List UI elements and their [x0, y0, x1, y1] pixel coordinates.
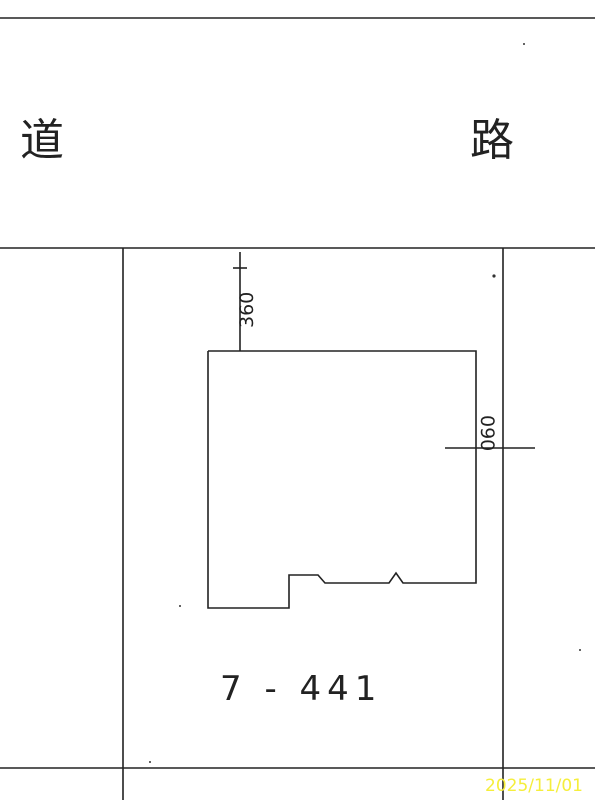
survey-dot: [179, 605, 181, 607]
building-outline: [207, 350, 477, 609]
dimension-label-top: 360: [236, 292, 258, 328]
survey-dot: [579, 649, 581, 651]
road-label-right: 路: [470, 115, 514, 166]
dimension-label-right: 090: [476, 415, 498, 451]
lot-number: 7 - 441: [220, 669, 382, 709]
date-stamp: 2025/11/01: [485, 776, 583, 796]
road-label-left: 道: [20, 115, 64, 166]
survey-dot: [492, 274, 496, 278]
survey-dot: [149, 761, 151, 763]
survey-dot: [523, 43, 525, 45]
